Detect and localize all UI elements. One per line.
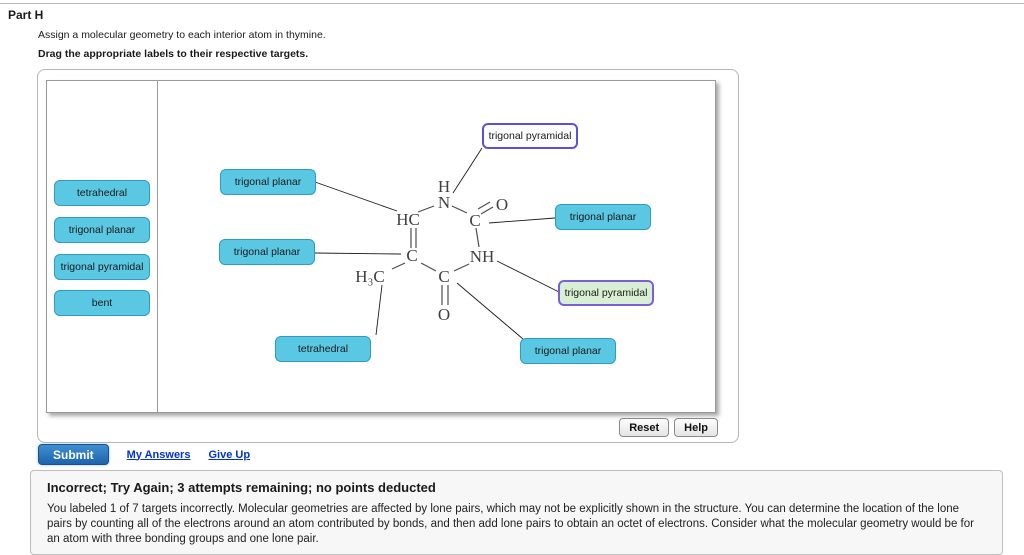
target-label-c-topright[interactable]: trigonal planar: [555, 204, 651, 230]
target-label-n-top[interactable]: trigonal pyramidal: [482, 123, 578, 149]
bond-c-nh: [475, 227, 480, 248]
part-title: Part H: [8, 8, 44, 22]
leader-left-top-planar: [314, 181, 398, 212]
atom-nh: NH: [470, 247, 495, 266]
feedback-body: You labeled 1 of 7 targets incorrectly. …: [47, 503, 974, 545]
activity-panel: tetrahedral trigonal planar trigonal pyr…: [37, 69, 739, 443]
bond-c-c: [420, 262, 437, 272]
bin-label-tetrahedral[interactable]: tetrahedral: [54, 180, 150, 206]
bond-c-o-double-2: [477, 201, 491, 210]
atom-o-topright: O: [496, 195, 508, 214]
submit-row: Submit My Answers Give Up: [38, 444, 250, 465]
bin-label-bent[interactable]: bent: [54, 290, 150, 316]
atom-ch3: H₃C: [355, 267, 385, 286]
atom-o-bottom: O: [438, 305, 450, 324]
leader-lines: [314, 147, 560, 340]
leader-left-mid-planar: [314, 252, 402, 255]
feedback-box: Incorrect; Try Again; 3 attempts remaini…: [30, 470, 1003, 555]
my-answers-link[interactable]: My Answers: [126, 448, 191, 461]
target-label-c-left[interactable]: trigonal planar: [219, 239, 315, 265]
atom-hc: HC: [396, 210, 420, 229]
leader-bottom-tetrahedral: [375, 284, 383, 336]
atom-c-topright: C: [469, 211, 480, 230]
leader-top-pyramidal: [452, 147, 483, 194]
leader-right-pyramidal: [496, 260, 560, 293]
target-label-c-bottom[interactable]: trigonal planar: [520, 338, 616, 364]
bond-lines: [391, 201, 494, 305]
bond-n-hc: [417, 205, 435, 213]
leader-bottom-right-planar: [456, 282, 524, 340]
page-top-divider: [0, 3, 1024, 4]
bond-c-ch3: [391, 262, 406, 270]
give-up-link[interactable]: Give Up: [208, 448, 251, 461]
panel-buttons: Reset Help: [619, 418, 718, 437]
reset-button[interactable]: Reset: [619, 418, 670, 437]
feedback-title: Incorrect; Try Again; 3 attempts remaini…: [47, 480, 436, 495]
bond-n-c: [451, 205, 468, 214]
atom-labels: H N HC C O C NH C O H₃C: [355, 177, 508, 324]
target-label-nh[interactable]: trigonal pyramidal: [558, 280, 654, 306]
target-label-hc[interactable]: trigonal planar: [220, 169, 316, 195]
bin-label-trigonal-pyramidal[interactable]: trigonal pyramidal: [54, 254, 150, 280]
bin-label-trigonal-planar[interactable]: trigonal planar: [54, 217, 150, 243]
atom-h-top: H: [438, 177, 450, 196]
drag-instruction-text: Drag the appropriate labels to their res…: [38, 48, 309, 60]
thymine-structure: H N HC C O C NH C O H₃C: [314, 147, 560, 340]
atom-n-top: N: [438, 193, 450, 212]
instruction-text: Assign a molecular geometry to each inte…: [38, 29, 326, 41]
leader-right-planar: [488, 217, 556, 224]
drag-drop-canvas: tetrahedral trigonal planar trigonal pyr…: [46, 80, 716, 413]
atom-c-bottom: C: [438, 267, 449, 286]
atom-c-left: C: [406, 246, 417, 265]
bond-nh-c: [453, 263, 470, 272]
submit-button[interactable]: Submit: [38, 444, 109, 465]
bond-c-o-double-1: [480, 206, 494, 215]
help-button[interactable]: Help: [674, 418, 718, 437]
target-label-ch3[interactable]: tetrahedral: [275, 336, 371, 362]
bin-divider: [157, 81, 158, 412]
